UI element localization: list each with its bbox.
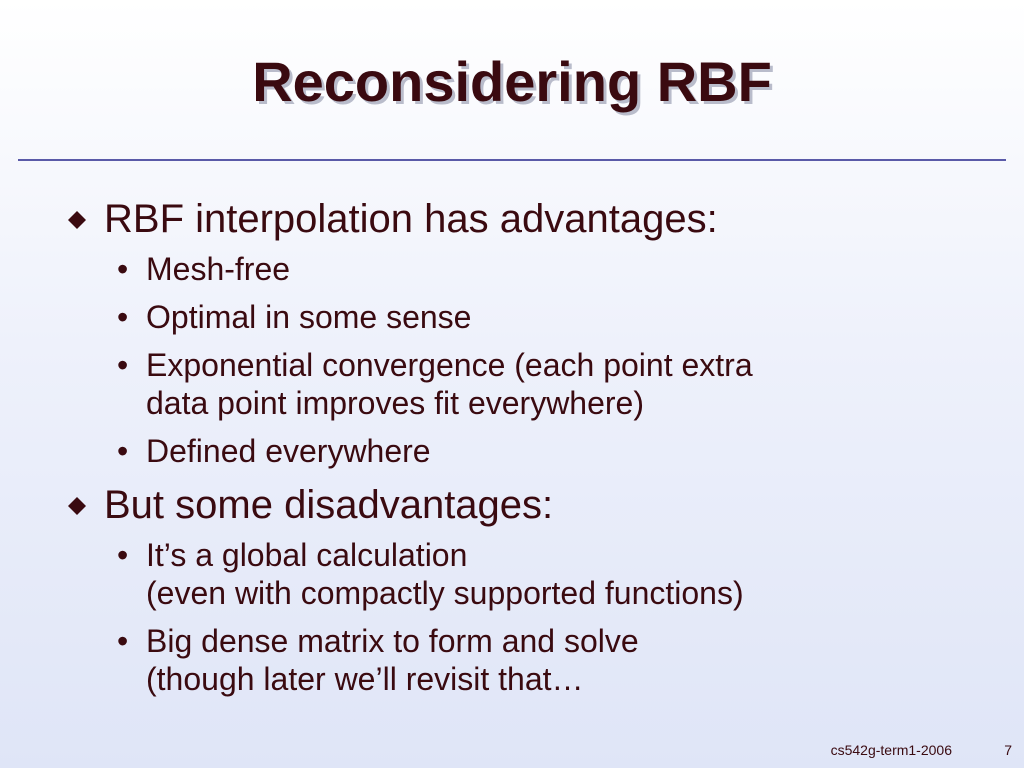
list-item-text: Defined everywhere bbox=[146, 433, 431, 469]
list-item: • Defined everywhere bbox=[64, 432, 964, 470]
list-item-text: Optimal in some sense bbox=[146, 299, 472, 335]
disadvantages-list: • It’s a global calculation (even with c… bbox=[64, 536, 964, 698]
section-heading-text: RBF interpolation has advantages: bbox=[104, 197, 718, 241]
list-item-text: Big dense matrix to form and solve bbox=[146, 623, 639, 659]
list-item-text: (though later we’ll revisit that… bbox=[146, 661, 584, 697]
title-divider bbox=[18, 159, 1006, 161]
section-heading-text: But some disadvantages: bbox=[104, 483, 554, 527]
list-item-text: Exponential convergence (each point extr… bbox=[146, 347, 753, 383]
diamond-bullet-icon bbox=[68, 211, 86, 229]
advantages-list: • Mesh-free • Optimal in some sense • Ex… bbox=[64, 250, 964, 470]
footer-page-number: 7 bbox=[1004, 742, 1012, 758]
list-item: • Exponential convergence (each point ex… bbox=[64, 346, 964, 422]
list-item: • It’s a global calculation (even with c… bbox=[64, 536, 964, 612]
dot-bullet-icon: • bbox=[117, 433, 129, 469]
list-item-text: Mesh-free bbox=[146, 251, 291, 287]
dot-bullet-icon: • bbox=[117, 347, 129, 383]
diamond-bullet-icon bbox=[68, 497, 86, 515]
dot-bullet-icon: • bbox=[117, 537, 129, 573]
section-heading-advantages: RBF interpolation has advantages: bbox=[64, 196, 964, 242]
dot-bullet-icon: • bbox=[117, 299, 129, 335]
dot-bullet-icon: • bbox=[117, 251, 129, 287]
list-item: • Optimal in some sense bbox=[64, 298, 964, 336]
dot-bullet-icon: • bbox=[117, 623, 129, 659]
list-item-text: (even with compactly supported functions… bbox=[146, 575, 744, 611]
list-item: • Mesh-free bbox=[64, 250, 964, 288]
list-item: • Big dense matrix to form and solve (th… bbox=[64, 622, 964, 698]
footer-course-label: cs542g-term1-2006 bbox=[830, 742, 952, 758]
section-heading-disadvantages: But some disadvantages: bbox=[64, 482, 964, 528]
list-item-text: data point improves fit everywhere) bbox=[146, 385, 644, 421]
slide-title: Reconsidering RBF bbox=[252, 50, 772, 113]
slide-content: RBF interpolation has advantages: • Mesh… bbox=[64, 196, 964, 710]
list-item-text: It’s a global calculation bbox=[146, 537, 468, 573]
